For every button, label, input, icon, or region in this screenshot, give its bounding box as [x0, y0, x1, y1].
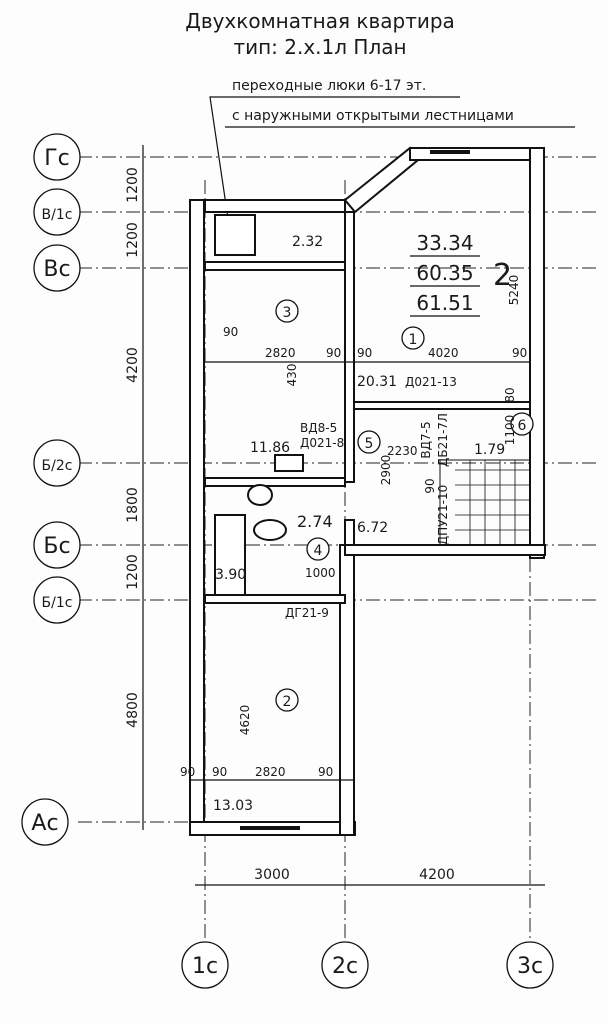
- left-dimensions: 1200 1200 4200 1800 1200 4800: [125, 167, 141, 728]
- axis-1s: 1с: [192, 954, 218, 979]
- axis-B2s: Б/2с: [42, 458, 73, 474]
- svg-text:2230: 2230: [387, 444, 418, 458]
- svg-text:ДГ21-9: ДГ21-9: [285, 606, 329, 620]
- svg-text:4620: 4620: [238, 705, 252, 736]
- svg-text:1100: 1100: [503, 415, 517, 446]
- svg-text:11.86: 11.86: [250, 440, 290, 456]
- apartment-totals: 33.34 60.35 61.51 2: [410, 231, 512, 317]
- svg-text:ВД7-5: ВД7-5: [419, 421, 433, 458]
- svg-text:ДПУ21-10: ДПУ21-10: [436, 485, 450, 546]
- svg-text:90: 90: [512, 346, 527, 360]
- svg-text:3000: 3000: [254, 867, 290, 883]
- axis-As: Ас: [31, 811, 58, 836]
- svg-text:2820: 2820: [265, 346, 296, 360]
- axis-Bs: Бс: [43, 534, 70, 559]
- svg-text:90: 90: [326, 346, 341, 360]
- svg-text:1800: 1800: [125, 487, 141, 523]
- svg-text:1.79: 1.79: [474, 442, 505, 458]
- svg-text:4020: 4020: [428, 346, 459, 360]
- total-area-balcony: 61.51: [416, 291, 473, 315]
- svg-text:80: 80: [503, 387, 517, 402]
- svg-text:6.72: 6.72: [357, 520, 388, 536]
- interior-dimensions: 5240 2820 90 90 90 4020 90 430 2230 2900…: [180, 275, 530, 781]
- svg-text:Д021-13: Д021-13: [405, 375, 457, 389]
- axis-Gs: Гс: [44, 146, 70, 171]
- svg-text:2: 2: [283, 694, 292, 710]
- plan-title: Двухкомнатная квартира: [185, 9, 455, 33]
- axis-Vs: Вс: [43, 257, 70, 282]
- balcony-grid: [455, 460, 530, 545]
- leader-line: [209, 96, 460, 233]
- col-axis-markers: 1с 2с 3с: [181, 941, 554, 989]
- svg-text:1200: 1200: [125, 167, 141, 203]
- svg-text:13.03: 13.03: [213, 798, 253, 814]
- svg-text:90: 90: [357, 346, 372, 360]
- svg-text:3.90: 3.90: [215, 567, 246, 583]
- bottom-dimensions: 3000 4200: [254, 867, 455, 883]
- svg-text:1200: 1200: [125, 554, 141, 590]
- svg-text:5240: 5240: [507, 275, 521, 306]
- room-areas: 2.32 20.31 11.86 2.74 6.72 3.90 1.79 13.…: [213, 234, 505, 814]
- svg-text:90: 90: [180, 765, 195, 779]
- svg-text:1000: 1000: [305, 566, 336, 580]
- door-labels: Д021-13 ВД8-5 Д021-8 ВД7-5 ДБ21-7Л ДПУ21…: [285, 375, 457, 620]
- svg-text:3: 3: [283, 305, 292, 321]
- svg-text:90: 90: [223, 325, 238, 339]
- svg-text:2.32: 2.32: [292, 234, 323, 250]
- svg-text:1200: 1200: [125, 222, 141, 258]
- axis-3s: 3с: [517, 954, 543, 979]
- plan-subtitle: тип: 2.х.1л План: [233, 35, 406, 59]
- svg-text:1: 1: [409, 332, 418, 348]
- svg-text:6: 6: [518, 418, 527, 434]
- living-area: 33.34: [416, 231, 473, 255]
- axis-B1s: Б/1с: [42, 595, 73, 611]
- walls: [189, 146, 546, 836]
- svg-text:20.31: 20.31: [357, 374, 397, 390]
- svg-text:ВД8-5: ВД8-5: [300, 421, 337, 435]
- svg-text:90: 90: [212, 765, 227, 779]
- svg-text:2820: 2820: [255, 765, 286, 779]
- note-line-2: с наружными открытыми лестницами: [232, 108, 514, 124]
- svg-text:4: 4: [314, 543, 323, 559]
- svg-text:2.74: 2.74: [297, 512, 333, 531]
- row-axis-markers: Гс В/1с Вс Б/2с Бс Б/1с Ас: [21, 133, 81, 846]
- svg-text:4200: 4200: [125, 347, 141, 383]
- svg-text:2900: 2900: [379, 455, 393, 486]
- svg-text:5: 5: [365, 436, 374, 452]
- svg-text:4800: 4800: [125, 692, 141, 728]
- svg-text:430: 430: [285, 364, 299, 387]
- svg-text:90: 90: [318, 765, 333, 779]
- svg-text:90: 90: [423, 478, 437, 493]
- axis-V1s: В/1с: [42, 207, 73, 223]
- svg-text:Д021-8: Д021-8: [300, 436, 344, 450]
- svg-text:4200: 4200: [419, 867, 455, 883]
- axis-2s: 2с: [332, 954, 358, 979]
- total-area: 60.35: [416, 261, 473, 285]
- room-count: 2: [493, 258, 512, 293]
- note-line-1: переходные люки 6-17 эт.: [232, 78, 426, 94]
- room-numbers: 1 2 3 4 5 6: [275, 299, 534, 712]
- svg-text:ДБ21-7Л: ДБ21-7Л: [436, 413, 450, 467]
